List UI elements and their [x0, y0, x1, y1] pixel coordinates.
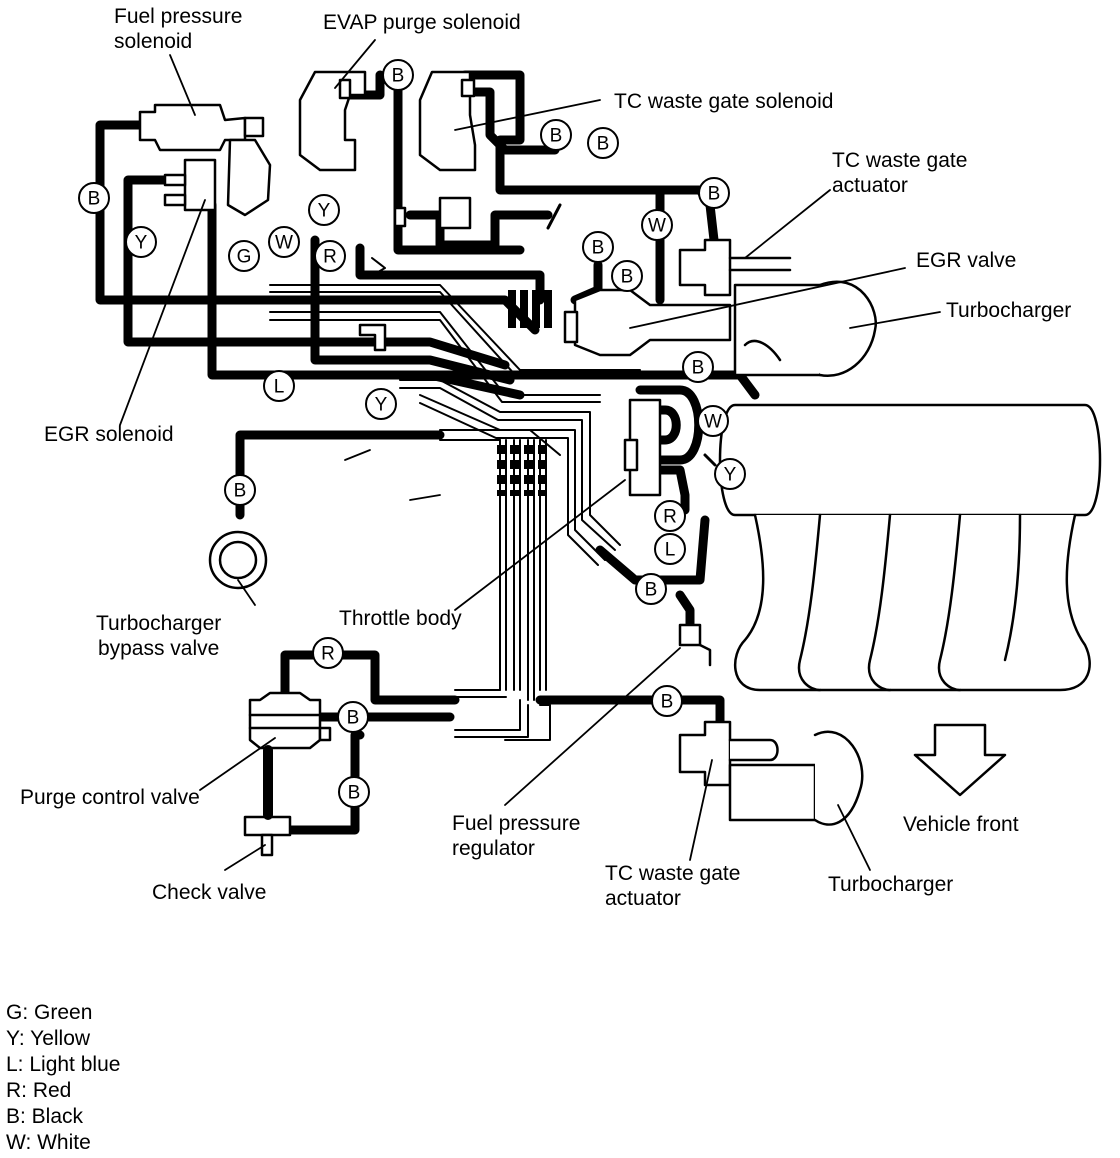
- label-turbocharger-top: Turbocharger: [946, 299, 1072, 322]
- hose-tag-y: Y: [714, 458, 746, 490]
- hose-tag-r: R: [312, 637, 344, 669]
- connector-blocks: [497, 290, 552, 496]
- leader-lines: [119, 39, 941, 871]
- hose-tag-b: B: [78, 182, 110, 214]
- svg-text:B: B: [592, 238, 605, 259]
- hose-tag-r: R: [314, 240, 346, 272]
- hose-tag-w: W: [641, 209, 673, 241]
- color-legend: G: Green Y: Yellow L: Light blue R: Red …: [6, 1000, 120, 1156]
- label-fuel-pressure-solenoid: Fuel pressure solenoid: [114, 5, 243, 53]
- label-tc-waste-gate-actuator-top: TC waste gate actuator: [832, 149, 968, 197]
- hose-tag-y: Y: [365, 388, 397, 420]
- hose-tag-b: B: [338, 776, 370, 808]
- hose-tag-l: L: [654, 533, 686, 565]
- label-egr-solenoid: EGR solenoid: [44, 423, 174, 446]
- hose-tag-w: W: [268, 226, 300, 258]
- label-throttle-body: Throttle body: [339, 607, 462, 630]
- hose-tag-w: W: [697, 405, 729, 437]
- svg-text:B: B: [234, 481, 247, 502]
- svg-text:R: R: [663, 507, 677, 528]
- label-tc-waste-gate-actuator-bottom: TC waste gate actuator: [605, 862, 741, 910]
- label-vehicle-front: Vehicle front: [903, 813, 1019, 836]
- hose-tag-b: B: [582, 231, 614, 263]
- label-turbocharger-bypass-valve: Turbocharger bypass valve: [96, 612, 222, 660]
- svg-text:B: B: [645, 580, 658, 601]
- components: [138, 70, 1102, 857]
- svg-text:W: W: [648, 216, 666, 237]
- svg-text:B: B: [621, 267, 634, 288]
- svg-text:Y: Y: [135, 233, 148, 254]
- hose-tag-b: B: [651, 685, 683, 717]
- legend-item: L: Light blue: [6, 1053, 121, 1076]
- label-purge-control-valve: Purge control valve: [20, 786, 200, 809]
- svg-text:B: B: [692, 358, 705, 379]
- svg-text:Y: Y: [724, 465, 737, 486]
- legend-item: Y: Yellow: [6, 1027, 91, 1050]
- svg-text:G: G: [237, 247, 252, 268]
- svg-text:B: B: [88, 189, 101, 210]
- svg-text:B: B: [347, 708, 360, 729]
- svg-text:W: W: [704, 412, 722, 433]
- vehicle-front-arrow: [913, 723, 1007, 797]
- hose-tag-g: G: [228, 240, 260, 272]
- hose-tag-b: B: [337, 701, 369, 733]
- hose-tag-b: B: [682, 351, 714, 383]
- hose-tag-b: B: [224, 474, 256, 506]
- hose-tag-y: Y: [308, 194, 340, 226]
- svg-text:B: B: [597, 134, 610, 155]
- hose-tag-b: B: [587, 127, 619, 159]
- legend-item: R: Red: [6, 1079, 72, 1102]
- svg-text:Y: Y: [375, 395, 388, 416]
- hose-bundle: [269, 284, 641, 741]
- svg-text:W: W: [275, 233, 293, 254]
- label-egr-valve: EGR valve: [916, 249, 1017, 272]
- svg-text:L: L: [274, 377, 285, 398]
- svg-text:B: B: [708, 184, 721, 205]
- hose-tag-r: R: [654, 500, 686, 532]
- svg-text:B: B: [550, 126, 563, 147]
- svg-text:R: R: [321, 644, 335, 665]
- hose-tag-b: B: [635, 573, 667, 605]
- hose-tag-y: Y: [125, 226, 157, 258]
- legend-item: W: White: [6, 1131, 91, 1154]
- legend-item: G: Green: [6, 1001, 93, 1024]
- hose-tag-b: B: [540, 119, 572, 151]
- label-fuel-pressure-regulator: Fuel pressure regulator: [452, 812, 581, 860]
- label-evap-purge-solenoid: EVAP purge solenoid: [323, 11, 521, 34]
- legend-item: B: Black: [6, 1105, 84, 1128]
- svg-text:L: L: [665, 540, 676, 561]
- svg-text:B: B: [392, 66, 405, 87]
- label-check-valve: Check valve: [152, 881, 267, 904]
- svg-text:Y: Y: [318, 201, 331, 222]
- label-turbocharger-bottom: Turbocharger: [828, 873, 954, 896]
- hose-tag-l: L: [263, 370, 295, 402]
- hose-tag-b: B: [382, 59, 414, 91]
- svg-text:B: B: [661, 692, 674, 713]
- label-tc-waste-gate-solenoid: TC waste gate solenoid: [614, 90, 834, 113]
- hose-tag-b: B: [611, 260, 643, 292]
- svg-text:B: B: [348, 783, 361, 804]
- svg-text:R: R: [323, 247, 337, 268]
- hose-tag-b: B: [698, 177, 730, 209]
